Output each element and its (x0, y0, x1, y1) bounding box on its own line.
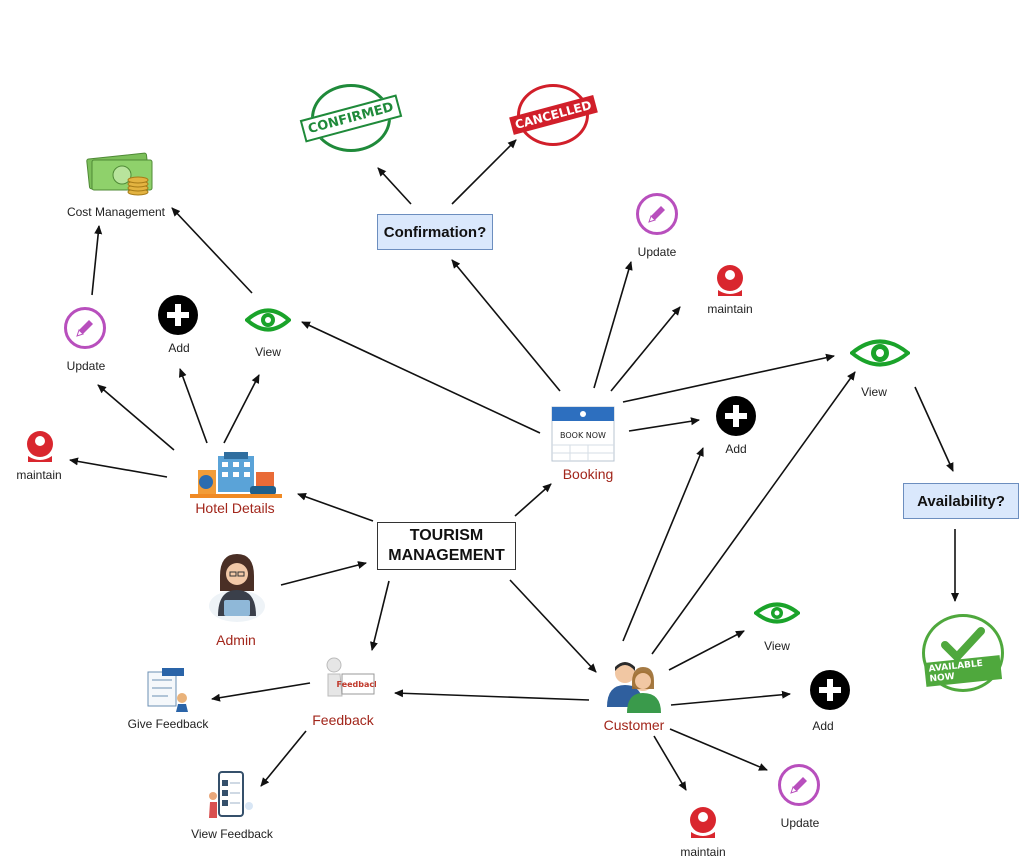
customer-view-eye-icon[interactable] (752, 598, 802, 628)
edge-customer-to-view-booking (651, 371, 856, 655)
edge-customer-to-update (669, 728, 768, 771)
edge-customer-to-view (668, 630, 745, 671)
customer-view-label: View (764, 639, 790, 653)
edge-hotel-to-view (223, 374, 260, 444)
availability-decision[interactable]: Availability? (903, 483, 1019, 519)
edge-booking-to-maintain (610, 306, 681, 392)
cancelled-stamp-icon: CANCELLED (508, 84, 598, 146)
edge-feedback-to-give (211, 682, 311, 702)
confirmation-decision[interactable]: Confirmation? (377, 214, 493, 250)
edge-central-to-customer (509, 579, 597, 673)
give-feedback-label: Give Feedback (127, 717, 209, 731)
booking-maintain-gear-hand-icon[interactable] (710, 262, 750, 300)
hotel-view-label: View (255, 345, 281, 359)
edge-customer-to-add (670, 690, 791, 706)
booking-maintain-label: maintain (707, 302, 753, 316)
feedback-sign-icon: Feedback (322, 656, 380, 706)
edge-booking-to-add (628, 417, 700, 432)
feedback-sign-text: Feedback (337, 680, 376, 689)
available-now-stamp-icon: AVAILABLE NOW (922, 614, 1004, 692)
edge-central-to-hotel (297, 492, 374, 522)
hotel-add-label: Add (168, 341, 190, 355)
edge-customer-to-feedback (394, 689, 590, 701)
hotel-maintain-label: maintain (16, 468, 62, 482)
admin-label: Admin (216, 632, 256, 648)
edge-hotel-to-add (178, 368, 208, 444)
edge-view-to-availability (914, 386, 954, 472)
edge-hotel-to-maintain (69, 457, 168, 478)
calendar-icon: BOOK NOW (548, 403, 620, 465)
money-icon (86, 146, 158, 198)
hotel-icon (190, 452, 282, 498)
hotel-view-eye-icon[interactable] (244, 303, 292, 337)
booking-view-label: View (861, 385, 887, 399)
customer-maintain-label: maintain (680, 845, 726, 859)
hotel-update-pencil-icon[interactable] (64, 307, 106, 349)
booking-add-label: Add (725, 442, 747, 456)
edge-booking-to-view (622, 353, 835, 403)
hotel-add-plus-icon[interactable] (158, 295, 198, 335)
booking-label: Booking (562, 466, 614, 482)
cancelled-stamp-text: CANCELLED (508, 95, 598, 135)
customer-update-pencil-icon[interactable] (778, 764, 820, 806)
hotel-maintain-gear-hand-icon[interactable] (20, 428, 60, 466)
edge-update-to-cost (91, 225, 103, 296)
view-feedback-label: View Feedback (191, 827, 273, 841)
confirmed-stamp-icon: CONFIRMED (299, 84, 403, 152)
edge-booking-to-update (593, 261, 633, 389)
edge-central-to-feedback (370, 580, 390, 651)
edge-booking-to-confirmation (451, 259, 561, 392)
booking-add-plus-icon[interactable] (716, 396, 756, 436)
edge-confirmation-to-confirmed (377, 167, 412, 205)
customer-add-plus-icon[interactable] (810, 670, 850, 710)
customer-label: Customer (603, 717, 665, 733)
hotel-details-label: Hotel Details (195, 500, 275, 516)
hotel-update-label: Update (66, 359, 106, 373)
central-line2: MANAGEMENT (388, 547, 505, 564)
edge-confirmation-to-cancelled (451, 139, 517, 205)
admin-icon (206, 546, 268, 624)
edge-booking-to-hotel-view (301, 321, 541, 434)
tourism-management-node[interactable]: TOURISM MANAGEMENT (377, 522, 516, 570)
give-feedback-icon (142, 668, 192, 712)
edge-admin-to-central (280, 561, 367, 586)
view-feedback-icon (205, 770, 257, 820)
cost-management-label: Cost Management (66, 205, 166, 219)
customer-maintain-gear-hand-icon[interactable] (683, 804, 723, 842)
book-now-text: BOOK NOW (560, 431, 606, 440)
edge-hotel-to-update (97, 384, 175, 451)
customer-add-label: Add (812, 719, 834, 733)
edge-customer-to-maintain (653, 735, 687, 791)
edge-feedback-to-view (260, 730, 307, 787)
booking-view-eye-icon[interactable] (848, 334, 912, 372)
central-line1: TOURISM (409, 527, 484, 544)
feedback-label: Feedback (312, 712, 374, 728)
edge-customer-to-add-booking (622, 447, 704, 642)
customers-icon (605, 659, 663, 713)
booking-update-pencil-icon[interactable] (636, 193, 678, 235)
edge-view-to-cost (171, 207, 253, 294)
booking-update-label: Update (637, 245, 677, 259)
edge-central-to-booking (514, 483, 552, 517)
customer-update-label: Update (780, 816, 820, 830)
